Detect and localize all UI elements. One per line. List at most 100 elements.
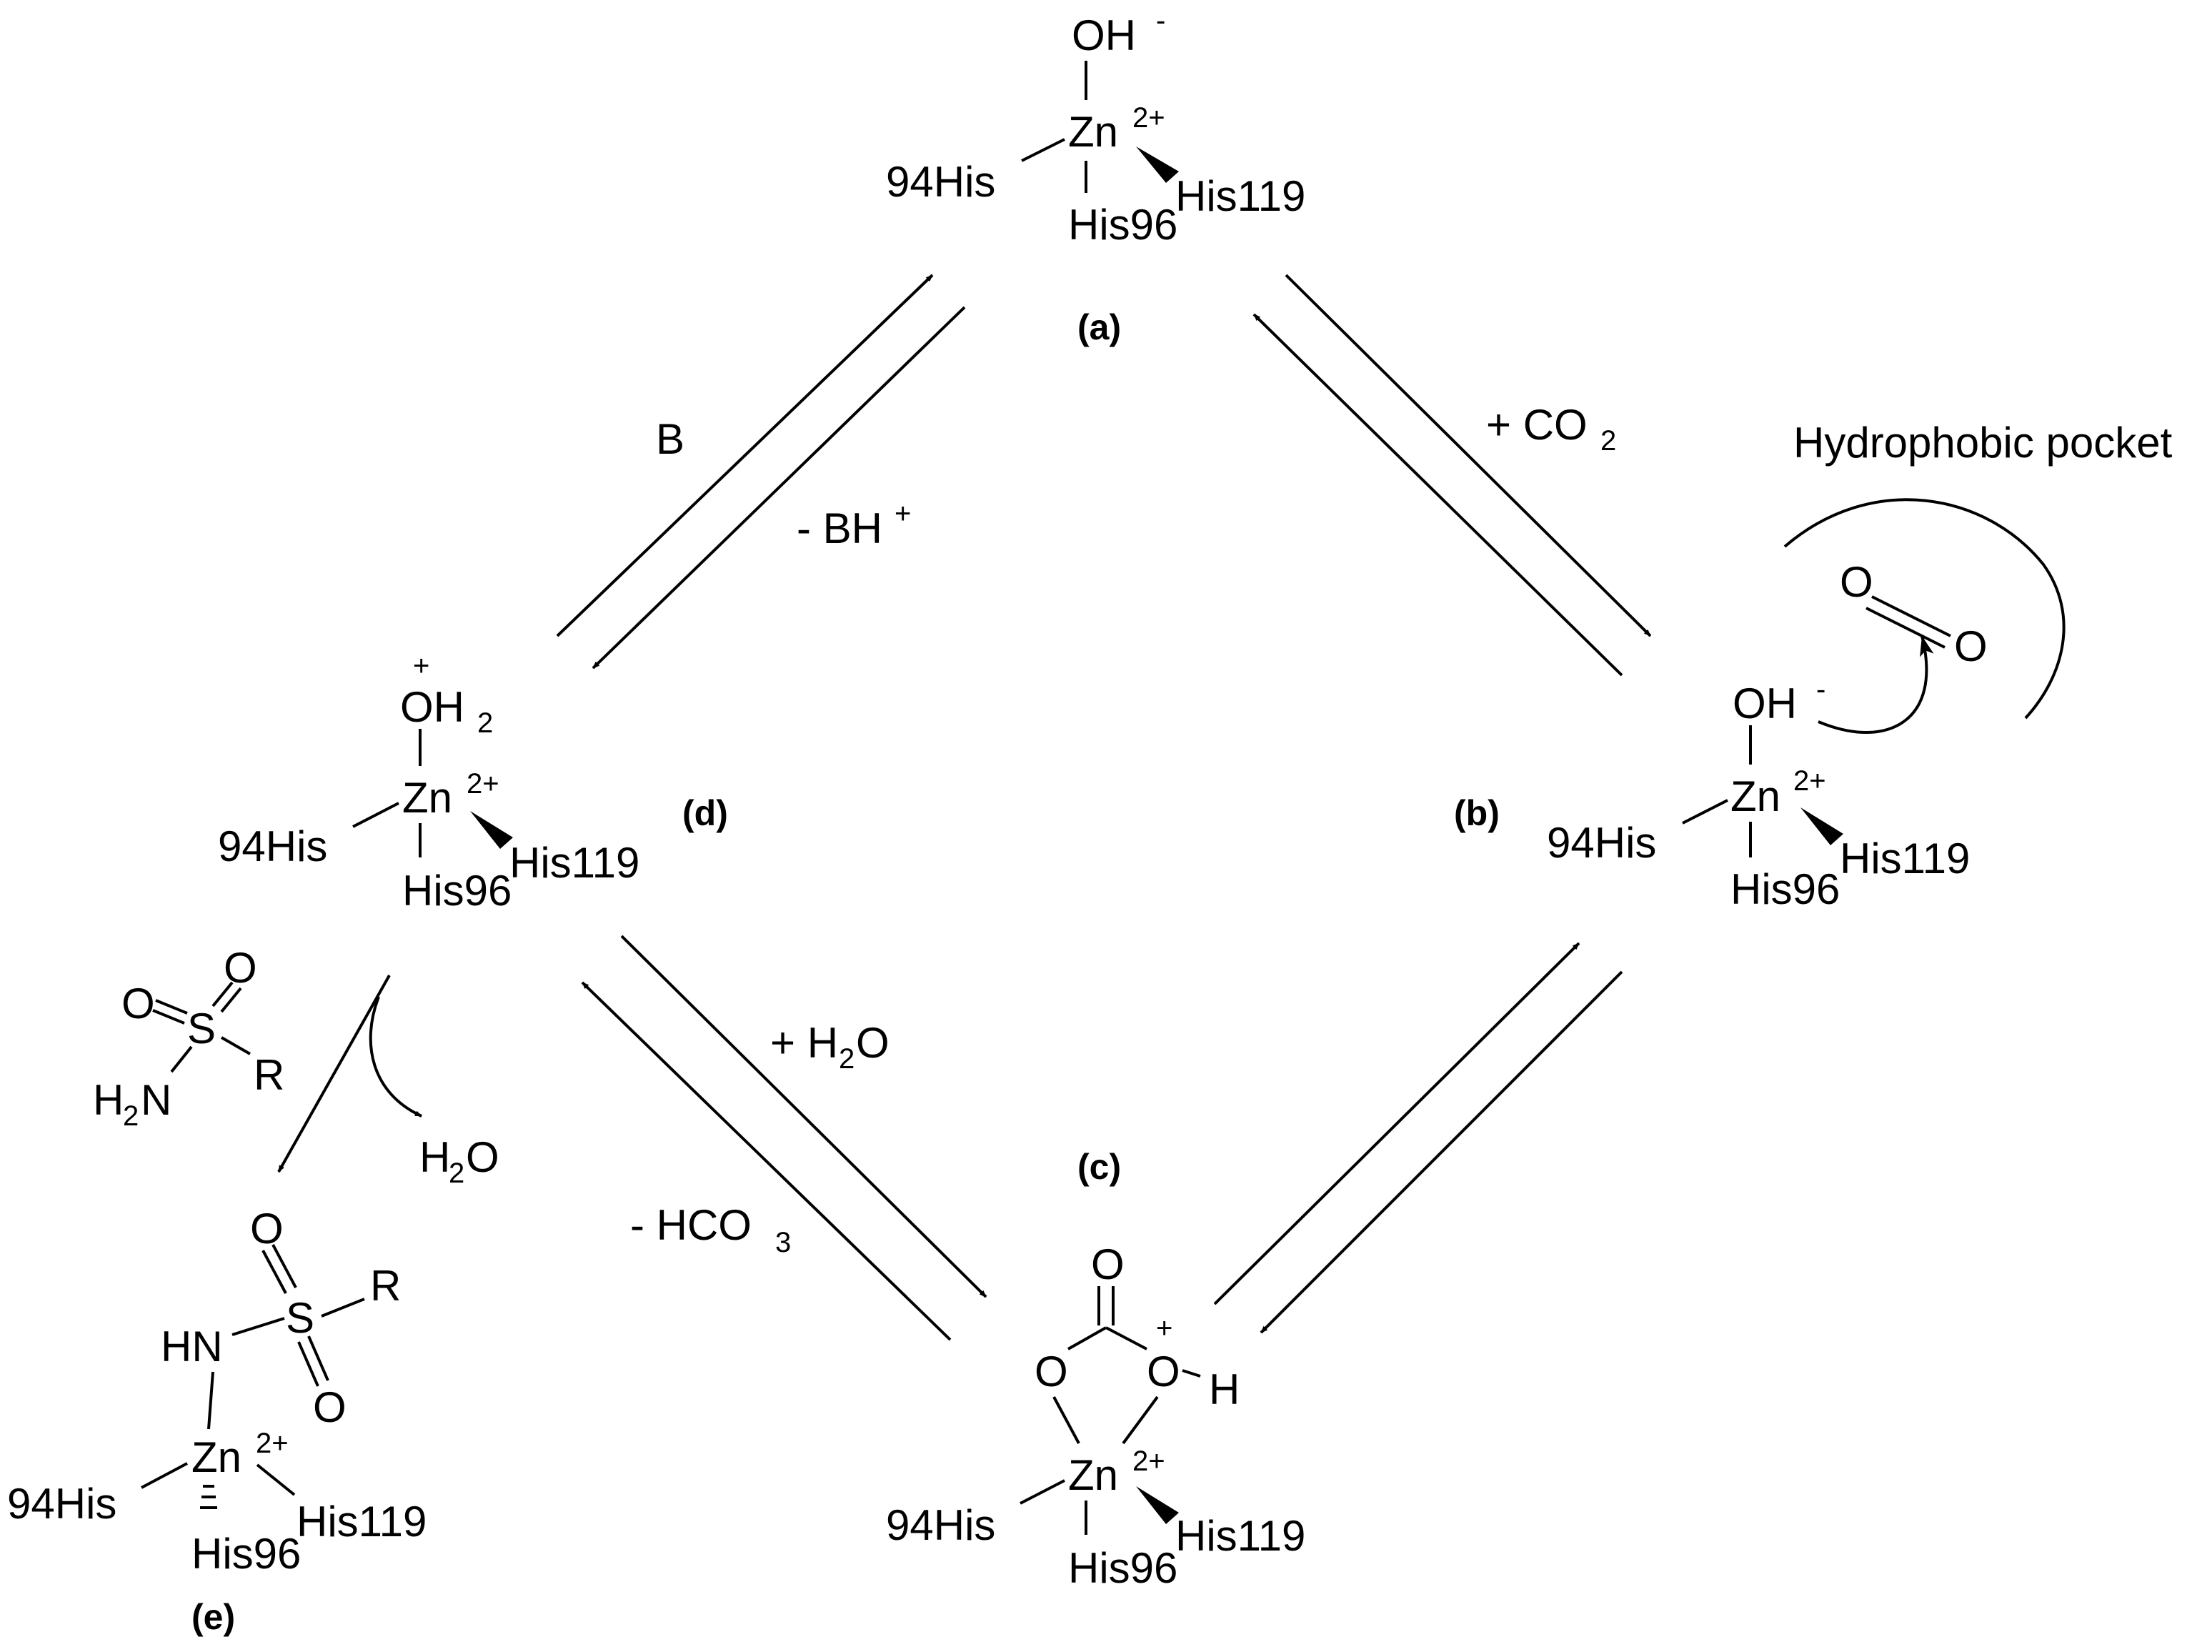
zn-his94-bond <box>1020 1479 1065 1505</box>
s-o-top-double-b <box>271 1244 297 1288</box>
arrow-b-to-c <box>1260 970 1623 1334</box>
sulfonyl-oxygen-bottom: O <box>313 1383 347 1431</box>
zn-his119-wedge <box>470 811 513 849</box>
s-o-top-double-b <box>220 987 242 1013</box>
his96-label: His96 <box>1068 1544 1177 1592</box>
sulfonyl-r-group: R <box>370 1262 401 1310</box>
sulfonamide-oxygen-left: O <box>121 980 155 1027</box>
hydrophobic-pocket-arc <box>1783 498 2066 720</box>
his96-label: His96 <box>1068 201 1177 249</box>
released-water-o: O <box>466 1133 499 1181</box>
sulfonamide-h-subscript: 2 <box>123 1100 139 1132</box>
co2-double-bond-a <box>1871 595 1951 637</box>
zinc-label: Zn <box>1068 108 1118 156</box>
zn-his94-bond <box>141 1462 188 1489</box>
right-oxygen-charge: + <box>1156 1313 1172 1344</box>
hydroxide-label: OH <box>1072 11 1136 59</box>
zn-his94-bond <box>1682 799 1728 825</box>
s-o-top-double-a <box>211 981 234 1007</box>
his119-label: His119 <box>1175 1512 1305 1560</box>
water-label: OH <box>400 683 464 731</box>
his119-label: His119 <box>1840 835 1970 882</box>
reagent-h2o-label: + H <box>770 1019 838 1067</box>
nucleophilic-attack-arrow <box>1818 635 1934 734</box>
reagent-hco3-label: - HCO <box>630 1201 752 1249</box>
sulfonamide-sulfur: S <box>187 1005 216 1053</box>
right-o-zn-bond <box>1122 1395 1159 1445</box>
hydroxide-label: OH <box>1733 680 1797 727</box>
sulfonamide-nh-label: HN <box>161 1323 223 1370</box>
reagent-bh-charge: + <box>895 498 911 529</box>
species-d: + OH 2 Zn 2+ 94His His119 His96 (d) <box>218 650 728 915</box>
his96-label: His96 <box>191 1530 301 1578</box>
co2-oxygen-1: O <box>1840 558 1873 606</box>
his119-label: His119 <box>509 839 639 887</box>
arrow-c-to-d <box>581 981 952 1341</box>
released-water-subscript: 2 <box>449 1158 464 1189</box>
s-n-bond <box>170 1045 193 1073</box>
arrow-d-to-a <box>556 274 934 637</box>
water-subscript: 2 <box>477 707 493 739</box>
reagent-co2-label: + CO <box>1486 401 1588 449</box>
species-c: O O O + H Zn 2+ 94His His119 His96 (c) <box>886 1147 1305 1592</box>
released-water-h: H <box>419 1133 450 1181</box>
hydrogen-label: H <box>1209 1365 1240 1413</box>
his94-label: 94His <box>886 1501 995 1549</box>
s-o-bottom-double-b <box>307 1335 329 1381</box>
s-r-bond <box>321 1298 365 1318</box>
sulfonamide-h: H <box>93 1076 124 1124</box>
species-b: OH - Zn 2+ 94His His119 His96 (b) O O Hy… <box>1454 419 2173 913</box>
species-b-tag: (b) <box>1454 793 1500 833</box>
sulfonyl-sulfur: S <box>286 1294 314 1342</box>
left-o-zn-bond <box>1052 1396 1080 1444</box>
s-o-left-double-a <box>155 999 188 1015</box>
zn-his94-bond <box>352 802 399 828</box>
species-a-tag: (a) <box>1077 307 1121 347</box>
zn-his119-wedge <box>1800 807 1843 845</box>
arrow-c-to-b <box>1213 942 1580 1305</box>
zinc-charge: 2+ <box>467 768 499 800</box>
reagent-bh-label: - BH <box>797 504 882 552</box>
zinc-label: Zn <box>191 1433 241 1481</box>
his96-label: His96 <box>402 867 512 915</box>
c-o-left-bond <box>1067 1326 1107 1350</box>
water-release-arrow <box>369 996 422 1118</box>
hydroxide-charge: - <box>1156 5 1165 36</box>
zn-his119-wedge <box>1136 1486 1179 1524</box>
zinc-charge: 2+ <box>1132 1446 1165 1477</box>
his94-label: 94His <box>7 1480 116 1528</box>
his94-label: 94His <box>218 822 327 870</box>
water-charge: + <box>413 650 429 682</box>
n-zn-bond <box>207 1371 214 1430</box>
s-o-left-double-b <box>152 1009 185 1025</box>
sulfonamide-reagent: O S O R H 2 N <box>93 944 284 1132</box>
his119-label: His119 <box>1175 172 1305 220</box>
sulfonamide-r-group: R <box>254 1051 284 1099</box>
species-e: O S R HN O Zn 2+ 94His His119 His96 (e) <box>7 1205 427 1637</box>
s-o-bottom-double-a <box>297 1341 319 1387</box>
his119-label: His119 <box>297 1498 427 1546</box>
carbonyl-oxygen-label: O <box>1091 1240 1125 1288</box>
co2-oxygen-2: O <box>1954 622 1988 670</box>
zinc-charge: 2+ <box>1793 765 1826 797</box>
species-c-tag: (c) <box>1077 1147 1121 1187</box>
reagent-hco3-subscript: 3 <box>775 1227 791 1258</box>
sulfonyl-oxygen-top: O <box>250 1205 284 1253</box>
arrow-a-to-d <box>592 306 966 670</box>
his96-label: His96 <box>1730 865 1840 913</box>
reagent-co2-subscript: 2 <box>1600 425 1616 457</box>
sulfonamide-oxygen-top: O <box>224 944 257 992</box>
s-n-bond <box>231 1317 285 1336</box>
his94-label: 94His <box>1547 819 1656 867</box>
arrow-a-to-b <box>1285 274 1652 637</box>
zinc-charge: 2+ <box>1132 102 1165 134</box>
zn-his96-hashed-bond <box>200 1485 217 1509</box>
species-e-tag: (e) <box>191 1597 235 1637</box>
zn-his94-bond <box>1021 138 1065 162</box>
zinc-label: Zn <box>402 774 452 822</box>
hydroxide-charge: - <box>1816 674 1825 705</box>
o-h-bond <box>1182 1369 1201 1378</box>
c-o-right-bond <box>1105 1326 1147 1350</box>
reagent-h2o-oxygen: O <box>856 1019 890 1067</box>
